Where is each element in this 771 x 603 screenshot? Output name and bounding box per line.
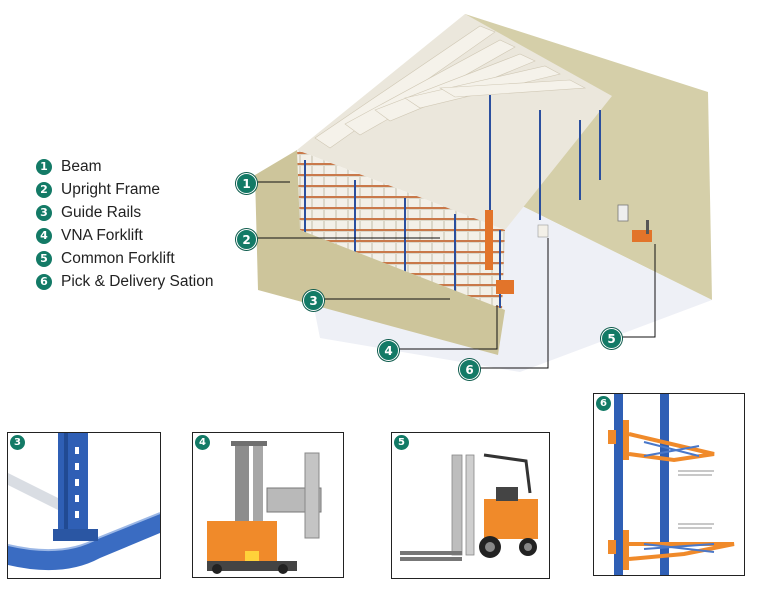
leader-lines xyxy=(255,181,656,369)
legend-label: Pick & Delivery Sation xyxy=(61,272,214,290)
legend-badge: 5 xyxy=(36,250,52,267)
panel-badge: 4 xyxy=(195,435,210,450)
panel-badge: 5 xyxy=(394,435,409,450)
legend-item-common-forklift: 5 Common Forklift xyxy=(36,247,213,270)
guide-rails-drawing xyxy=(8,433,160,571)
callout-4: 4 xyxy=(378,340,399,361)
callout-5: 5 xyxy=(601,328,622,349)
callout-1: 1 xyxy=(236,173,257,194)
panel-badge: 6 xyxy=(596,396,611,411)
detail-panel-pick-delivery-station: 6 xyxy=(593,393,745,576)
legend: 1 Beam 2 Upright Frame 3 Guide Rails 4 V… xyxy=(36,155,213,293)
rack-block-front xyxy=(297,150,505,310)
legend-label: Guide Rails xyxy=(61,203,142,221)
legend-item-pick-delivery-station: 6 Pick & Delivery Sation xyxy=(36,270,213,293)
vna-forklift-drawing xyxy=(207,441,322,574)
legend-label: Common Forklift xyxy=(61,249,175,267)
pick-station-scene xyxy=(537,224,549,238)
legend-badge: 4 xyxy=(36,227,52,244)
detail-panel-guide-rails: 3 xyxy=(7,432,161,579)
rack-aisles xyxy=(304,160,501,308)
detail-panel-common-forklift: 5 xyxy=(391,432,550,579)
callout-2: 2 xyxy=(236,229,257,250)
common-forklift-scene xyxy=(617,204,652,242)
legend-item-guide-rails: 3 Guide Rails xyxy=(36,201,213,224)
callout-6: 6 xyxy=(459,359,480,380)
vna-forklift-scene xyxy=(485,210,514,294)
legend-item-upright-frame: 2 Upright Frame xyxy=(36,178,213,201)
legend-label: VNA Forklift xyxy=(61,226,143,244)
legend-badge: 6 xyxy=(36,273,52,290)
panel-badge: 3 xyxy=(10,435,25,450)
rack-side-rows xyxy=(314,25,601,245)
legend-badge: 3 xyxy=(36,204,52,221)
legend-badge: 2 xyxy=(36,181,52,198)
legend-label: Upright Frame xyxy=(61,180,161,198)
common-forklift-drawing xyxy=(400,453,538,561)
legend-badge: 1 xyxy=(36,158,52,175)
legend-item-vna-forklift: 4 VNA Forklift xyxy=(36,224,213,247)
legend-label: Beam xyxy=(61,157,102,175)
pick-station-drawing xyxy=(608,394,735,575)
rack-block-top xyxy=(297,14,612,230)
legend-item-beam: 1 Beam xyxy=(36,155,213,178)
detail-panel-vna-forklift: 4 xyxy=(192,432,344,578)
callout-3: 3 xyxy=(303,290,324,311)
